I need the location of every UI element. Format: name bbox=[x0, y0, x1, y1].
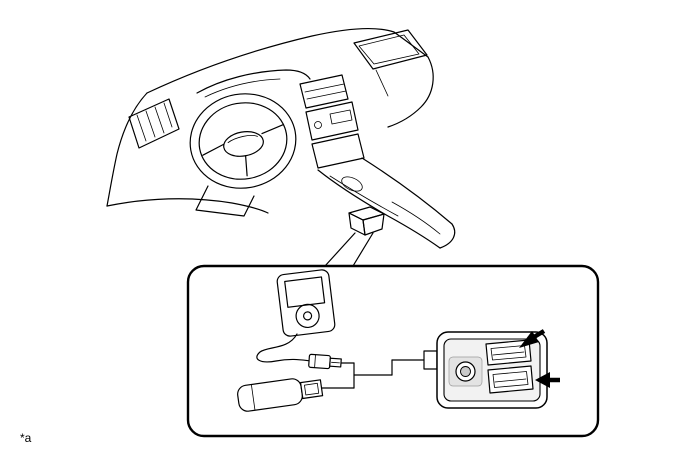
usb-aux-port-panel bbox=[423, 329, 560, 409]
insert-arrow-top-icon bbox=[519, 329, 546, 348]
callout-leader-lines bbox=[324, 232, 374, 267]
usb-port-bottom bbox=[487, 365, 534, 394]
aux-jack bbox=[448, 356, 483, 387]
panel-side-tab bbox=[423, 350, 438, 370]
instrument-panel-illustration bbox=[106, 27, 456, 249]
usb-cable-icon bbox=[256, 333, 342, 370]
console-port-unit bbox=[348, 206, 385, 236]
insert-arrow-bottom-icon bbox=[535, 372, 560, 388]
steering-wheel bbox=[189, 93, 297, 189]
center-console bbox=[317, 157, 456, 249]
footnote-label: *a bbox=[20, 431, 32, 445]
center-stack bbox=[299, 74, 365, 169]
usb-flash-drive-icon bbox=[237, 378, 324, 412]
usb-port-top bbox=[485, 339, 532, 366]
connection-bracket-lines bbox=[321, 359, 425, 389]
portable-media-player-icon bbox=[276, 269, 336, 337]
